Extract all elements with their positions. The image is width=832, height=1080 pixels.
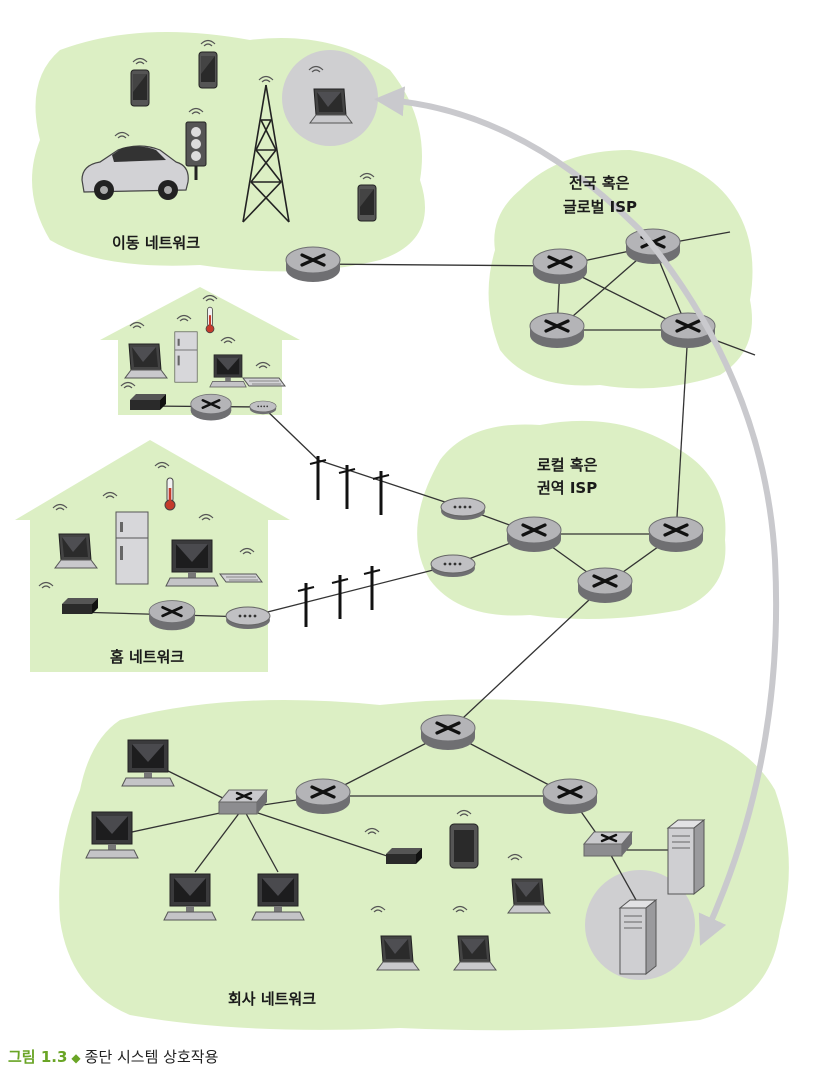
keyboard-icon [219,573,263,583]
router-icon [147,599,197,632]
caption-bullet-icon: ◆ [71,1051,81,1065]
router-icon [647,515,705,554]
figure-caption: 그림 1.3◆종단 시스템 상호작용 [8,1046,218,1067]
router-icon [576,566,634,605]
keyboard-icon [242,377,286,387]
global-isp-label-line2: 글로벌 ISP [563,198,637,216]
home-network-region-2 [15,440,290,672]
network-diagram: 이동 네트워크 전국 혹은 글로벌 ISP 로컬 혹은 권역 ISP 홈 네트워… [15,32,789,1031]
router-icon [294,777,352,816]
modem-icon [249,400,277,415]
modem-icon [440,497,486,521]
home-network-label: 홈 네트워크 [110,648,184,666]
smartphone-icon [130,69,150,107]
enterprise-network-label: 회사 네트워크 [228,990,316,1008]
desktop-icon [251,873,305,921]
thermometer-icon [164,477,176,511]
server-icon [667,819,705,895]
figure-title: 종단 시스템 상호작용 [84,1048,219,1066]
end-system-interaction-arrow [374,86,780,946]
refrigerator-icon [115,511,149,585]
tablet-icon [449,823,479,869]
refrigerator-icon [174,331,198,383]
router-icon [505,515,563,554]
smartphone-icon [198,51,218,89]
server-icon [619,899,657,975]
router-icon [284,245,342,284]
router-icon [419,713,477,752]
traffic-light-icon [185,121,207,180]
local-isp-label-line1: 로컬 혹은 [537,456,598,474]
smartphone-icon [357,184,377,222]
router-icon [531,247,589,286]
modem-icon [430,554,476,578]
desktop-icon [163,873,217,921]
modem-icon [130,394,166,410]
figure-number: 그림 1.3 [8,1048,68,1066]
global-isp-label-line1: 전국 혹은 [569,174,630,192]
local-isp-label-line2: 권역 ISP [537,479,597,497]
desktop-icon [121,739,175,787]
modem-icon [225,606,271,630]
desktop-icon [85,811,139,859]
mobile-network-label: 이동 네트워크 [112,234,200,252]
router-icon [528,311,586,350]
desktop-icon [165,539,219,587]
car-icon [81,145,189,200]
router-icon [541,777,599,816]
switch-icon [582,830,634,858]
switch-icon [217,788,269,816]
router-icon [189,393,233,422]
modem-icon [62,598,98,614]
modem-icon [386,848,422,864]
desktop-icon [209,354,247,388]
cell-tower-icon [242,84,290,223]
